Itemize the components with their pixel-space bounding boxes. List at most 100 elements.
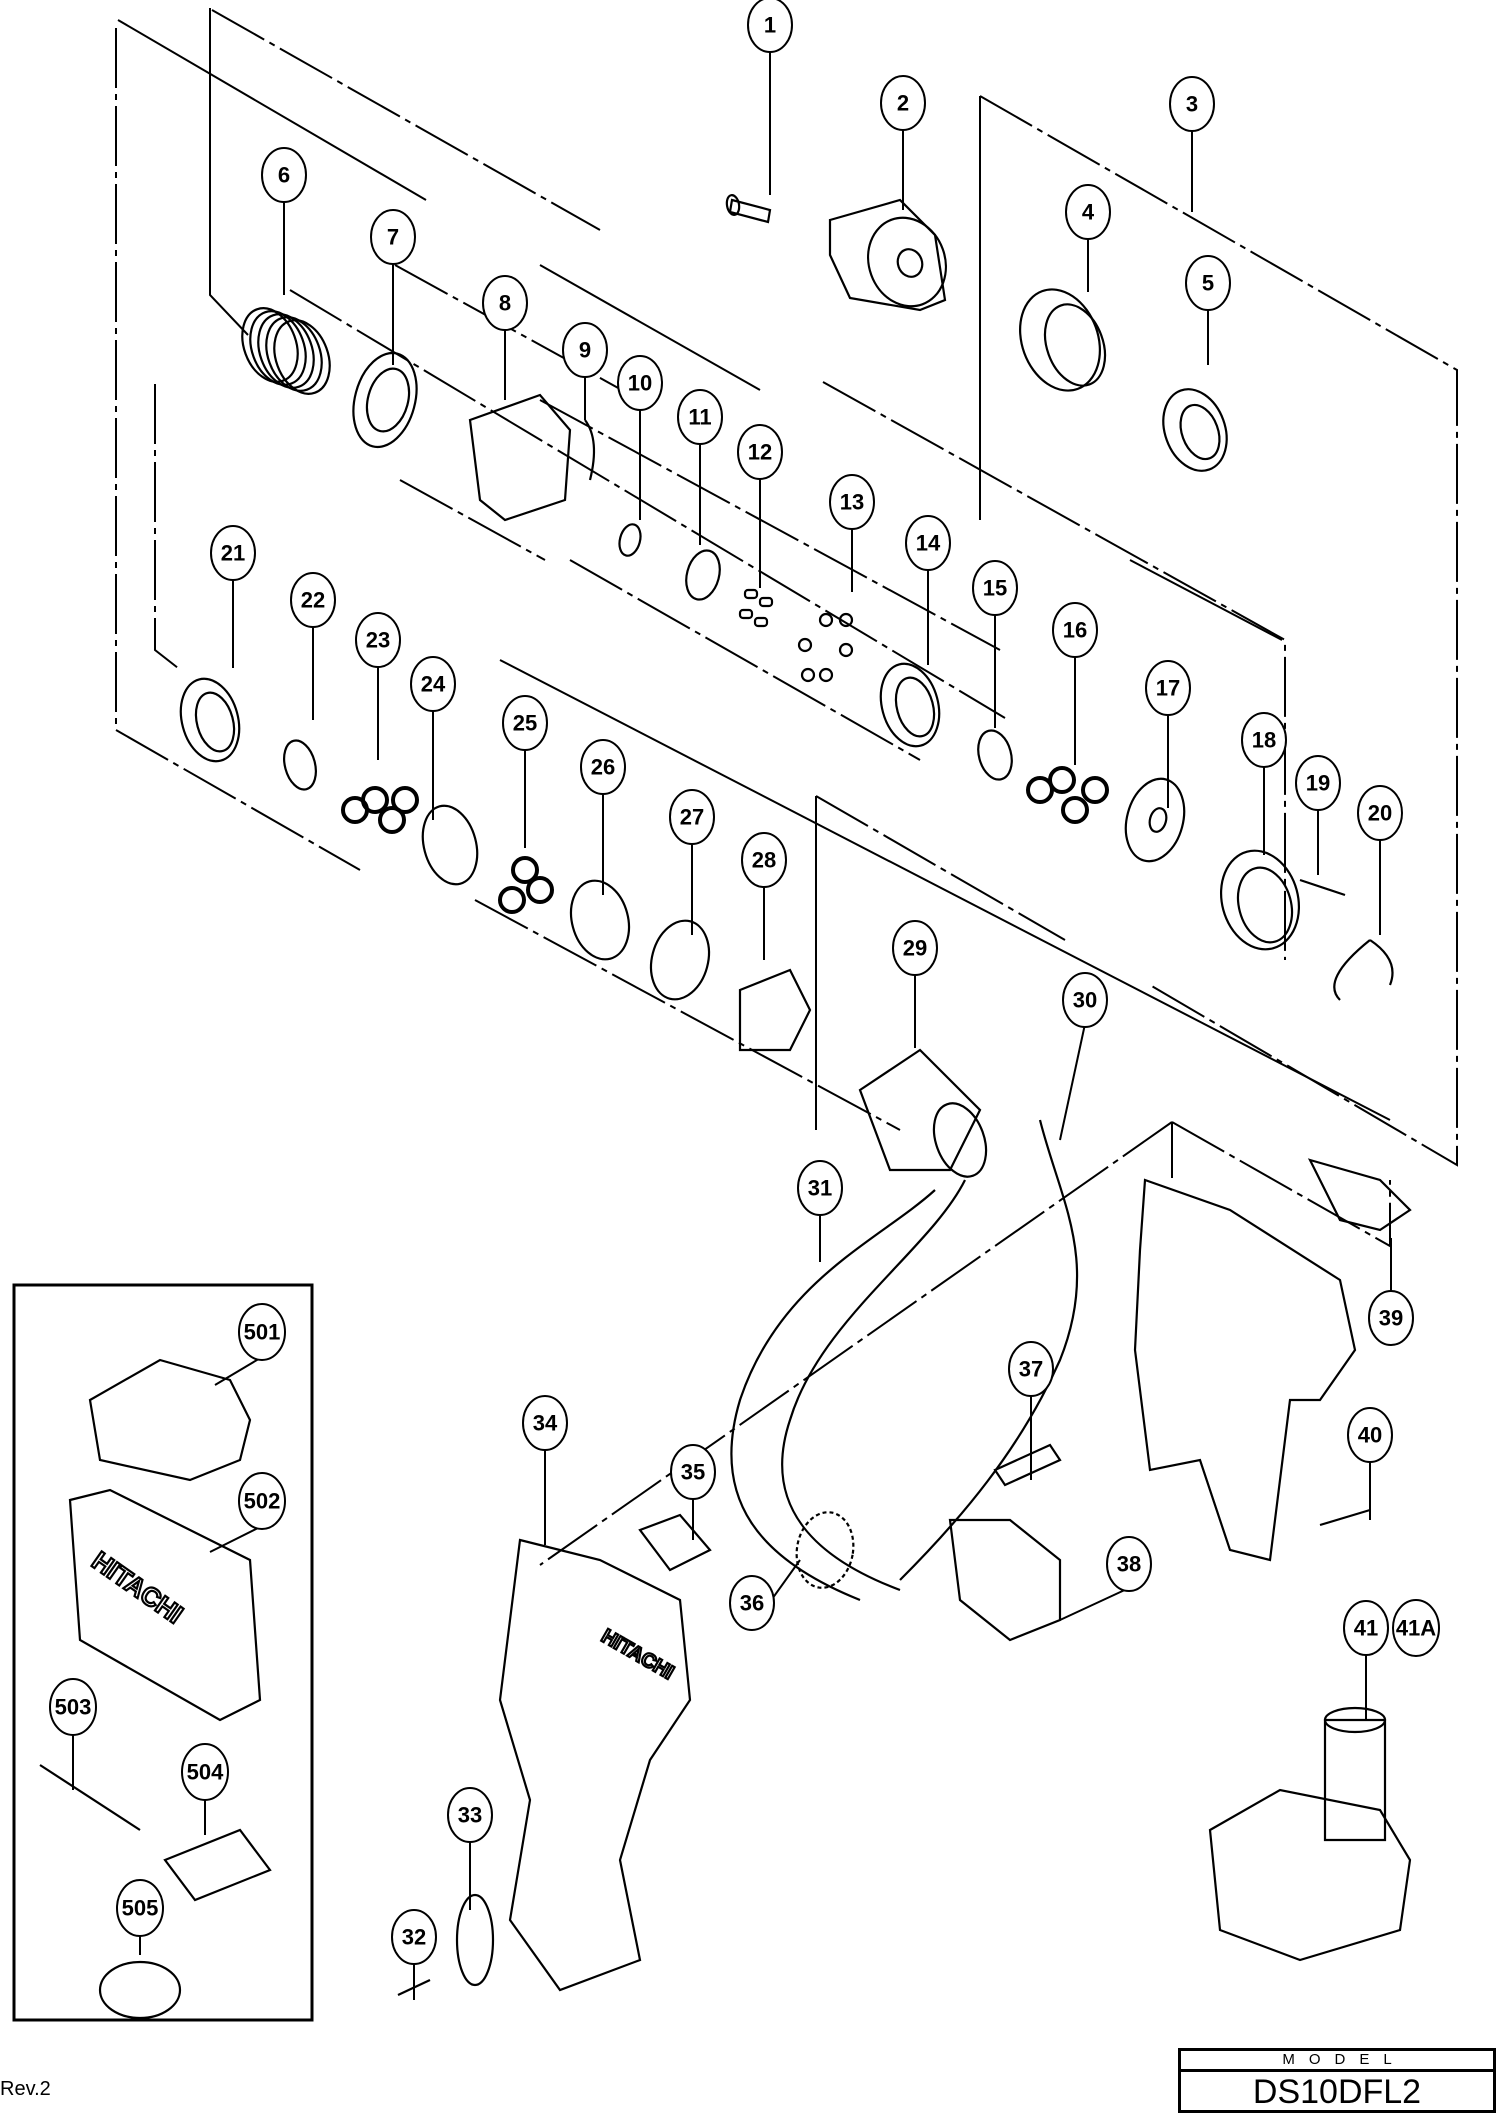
spindle-housing-8 (468, 393, 572, 522)
callout-bubble (737, 424, 783, 480)
callout-bubble (49, 1678, 97, 1736)
callout-number: 18 (1252, 728, 1276, 753)
callout-number: 10 (628, 371, 652, 396)
callout-bubble (1295, 755, 1341, 811)
steel-ball-13 (800, 667, 816, 683)
leader-502 (209, 1525, 263, 1553)
steel-ball-13 (818, 667, 834, 683)
ring-gear-14 (879, 662, 941, 748)
pin-12 (743, 588, 759, 600)
callout-number: 502 (244, 1489, 281, 1514)
dc-motor-29 (858, 1048, 982, 1172)
push-button-37 (993, 1443, 1062, 1487)
callout-bubble (729, 1575, 775, 1631)
callout-number: 12 (748, 440, 772, 465)
callout-number: 3 (1186, 92, 1198, 117)
callout-bubble (562, 322, 608, 378)
leader-lines (72, 49, 1392, 2000)
callout-number: 22 (301, 588, 325, 613)
callout-bubble (522, 1395, 568, 1451)
callout-20: 20 (1357, 785, 1403, 841)
washer-disc-17 (1124, 777, 1186, 863)
callout-4: 4 (1065, 184, 1111, 240)
bracket-line (539, 1121, 1173, 1566)
callout-bubble (355, 612, 401, 668)
callout-bubble (741, 832, 787, 888)
planet-gear-16 (1026, 776, 1054, 804)
callout-bubble (370, 209, 416, 265)
battery-stem-top (1323, 1706, 1387, 1734)
callout-number: 1 (764, 13, 776, 38)
planet-gear-16 (1061, 796, 1089, 824)
retaining-ring-9 (584, 419, 596, 481)
callout-30: 30 (1062, 972, 1108, 1028)
callout-19: 19 (1295, 755, 1341, 811)
internal-gear-21-inner (194, 691, 236, 753)
callout-23: 23 (355, 612, 401, 668)
callout-bubble (797, 1160, 843, 1216)
callout-number: 17 (1156, 676, 1180, 701)
bracket-line (499, 659, 1391, 1121)
housing-left-34 (498, 1538, 692, 1992)
battery-stem-41 (1323, 1718, 1387, 1842)
callout-12: 12 (737, 424, 783, 480)
ring-26 (569, 879, 631, 961)
callout-number: 39 (1379, 1306, 1403, 1331)
callout-18: 18 (1241, 712, 1287, 768)
washer-disc-17-hole (1148, 807, 1168, 833)
callout-39: 39 (1368, 1290, 1414, 1346)
accessory-box-border (12, 1283, 314, 2022)
callout-bubble (1169, 76, 1215, 132)
ring-gear-14-inner (894, 676, 936, 738)
bracket-line (211, 9, 601, 231)
callout-13: 13 (829, 474, 875, 530)
screw-1-head (725, 193, 741, 217)
clutch-dial-inner (1043, 303, 1107, 387)
callout-26: 26 (580, 739, 626, 795)
callout-11: 11 (677, 389, 723, 445)
charger-501 (88, 1358, 252, 1482)
callout-number: 7 (387, 225, 399, 250)
tapping-screw-19 (1299, 878, 1346, 897)
clutch-dial-outer (1019, 288, 1101, 392)
callout-41: 41 (1343, 1600, 1389, 1656)
callout-number: 503 (55, 1695, 92, 1720)
callout-5: 5 (1185, 255, 1231, 311)
bit-holder-504 (163, 1828, 272, 1902)
callout-number: 41A (1396, 1616, 1436, 1641)
steel-ball-13 (797, 637, 813, 653)
model-label: MODEL (1181, 2051, 1493, 2072)
callout-16: 16 (1052, 602, 1098, 658)
bracket-line (815, 795, 1066, 941)
nut-11 (685, 549, 721, 601)
callout-bubble (1008, 1341, 1054, 1397)
planet-gear-25 (498, 886, 526, 914)
callout-number: 29 (903, 936, 927, 961)
callout-3: 3 (1169, 76, 1215, 132)
leader-38 (1059, 1587, 1130, 1621)
callout-number: 23 (366, 628, 390, 653)
model-title-block: MODEL DS10DFL2 (1178, 2048, 1496, 2113)
callout-bubble (1392, 1599, 1440, 1657)
leader-30 (1059, 1023, 1086, 1141)
callout-bubble (892, 920, 938, 976)
planet-gear-23 (378, 806, 406, 834)
callout-number: 34 (533, 1411, 558, 1436)
callout-bubble (502, 695, 548, 751)
callout-29: 29 (892, 920, 938, 976)
callout-number: 11 (688, 405, 711, 430)
noise-suppressor-36 (795, 1511, 855, 1589)
callout-34: 34 (522, 1395, 568, 1451)
washer-plate-7-inner (365, 367, 411, 433)
tapping-screw-40 (1319, 1508, 1371, 1527)
callout-22: 22 (290, 572, 336, 628)
gear-case-18 (1219, 849, 1301, 951)
callout-21: 21 (210, 525, 256, 581)
callout-number: 501 (244, 1320, 281, 1345)
callout-bubble (580, 739, 626, 795)
callout-503: 503 (49, 1678, 97, 1736)
callout-bubble (1185, 255, 1231, 311)
callout-7: 7 (370, 209, 416, 265)
